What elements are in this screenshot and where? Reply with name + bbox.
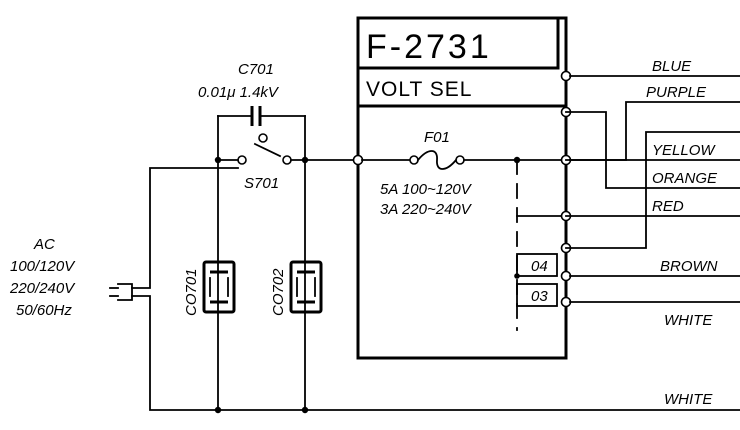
co702-label: CO702 [270,268,287,316]
capacitor-ref: C701 [238,61,274,78]
terminal-block [514,253,558,307]
ac-plug-icon [109,167,740,411]
ac-voltage-1: 100/120V [10,258,76,275]
volt-sel-module: F-2731 VOLT SEL [356,16,568,360]
switch-s701-icon [217,133,359,165]
terminal-03: 03 [531,288,548,305]
module-code: F-2731 [366,28,492,66]
ac-frequency: 50/60Hz [16,302,72,319]
wire-brown: BROWN [660,258,718,275]
wire-purple: PURPLE [646,84,707,101]
wire-white-2: WHITE [664,391,713,408]
fuse-f01-icon [409,150,465,170]
connector-co701-icon [202,260,236,314]
ac-label: AC [33,236,55,253]
co701-label: CO701 [183,268,200,316]
terminal-04: 04 [531,258,548,275]
wire-white-1: WHITE [664,312,713,329]
ac-voltage-2: 220/240V [9,280,76,297]
fuse-ref: F01 [424,129,450,146]
capacitor-value: 0.01μ 1.4kV [198,84,280,101]
connector-co702-icon [289,260,323,314]
labels: AC 100/120V 220/240V 50/60Hz C701 0.01μ … [9,58,718,408]
wire-red: RED [652,198,684,215]
capacitor-c701-icon [250,106,262,126]
fuse-rating-1: 5A 100~120V [380,181,473,198]
wire-blue: BLUE [652,58,692,75]
switch-ref: S701 [244,175,279,192]
fuse-rating-2: 3A 220~240V [380,201,473,218]
wire-orange: ORANGE [652,170,718,187]
wire-yellow: YELLOW [652,142,716,159]
wiring [109,70,740,414]
module-title-box [356,16,560,70]
module-name: VOLT SEL [366,78,472,101]
